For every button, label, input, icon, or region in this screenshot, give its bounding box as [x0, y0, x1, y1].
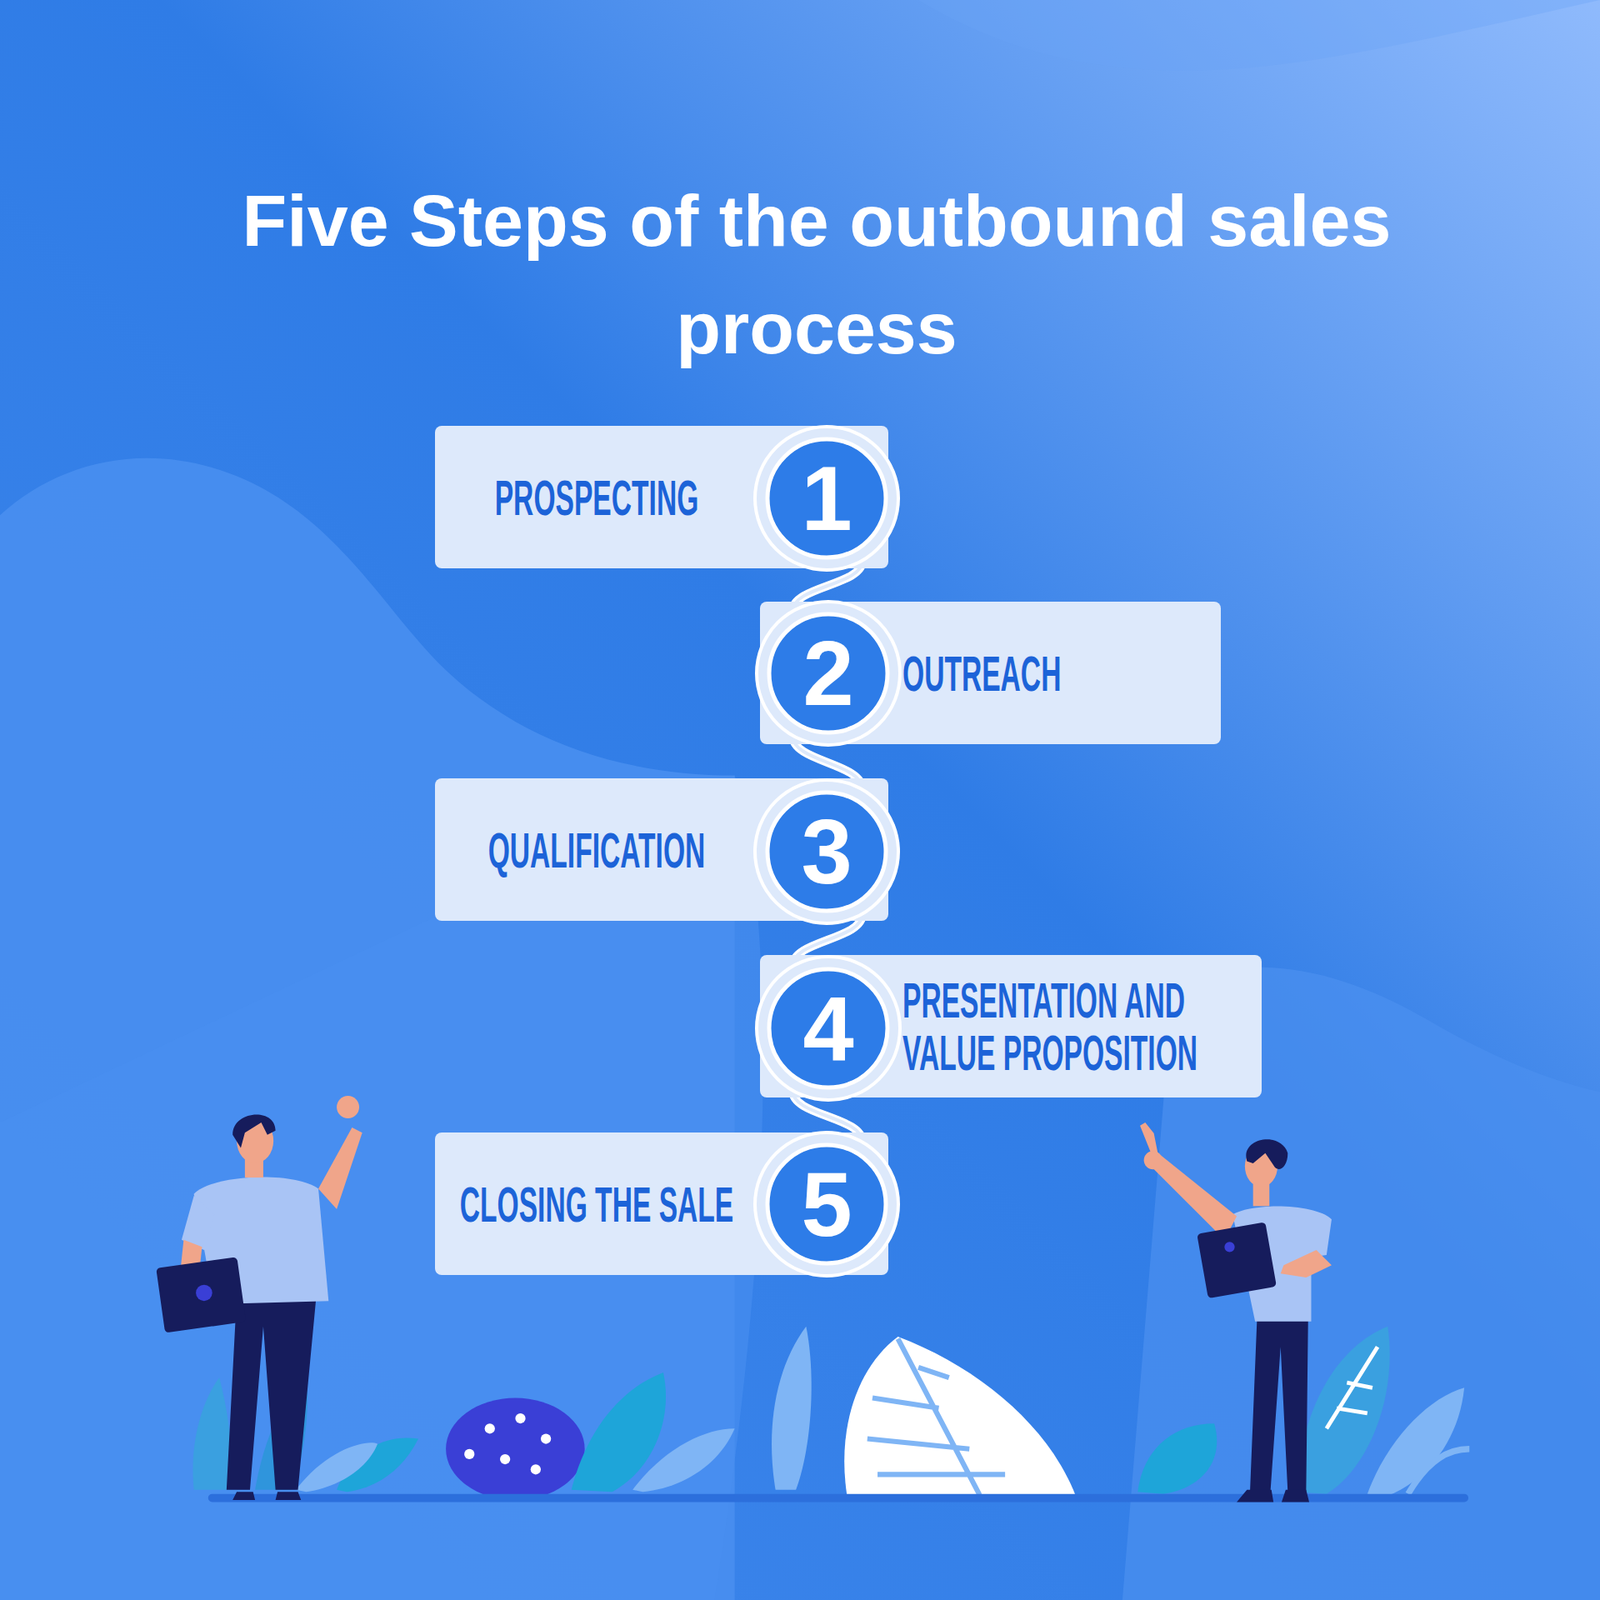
step-box: PROSPECTING1: [435, 425, 889, 569]
plants-part: [515, 1413, 525, 1424]
step-label: CLOSING THE SALE: [445, 1177, 749, 1230]
person-right-part: [1196, 1221, 1277, 1299]
person-left-part: [195, 1285, 213, 1302]
plants-part: [844, 1336, 1077, 1498]
title: Five Steps of the outbound sales process: [191, 166, 1442, 382]
plants-part: [192, 1377, 231, 1490]
plants-part: [295, 1442, 378, 1492]
person-right-part: [1253, 1183, 1270, 1206]
plants-part: [867, 1339, 1005, 1495]
person-right-part: [1224, 1241, 1235, 1252]
plants-part: [485, 1423, 495, 1434]
step-number-circle: 1: [750, 421, 904, 575]
plants-part: [500, 1454, 510, 1465]
person-right-part: [1142, 1124, 1155, 1155]
step-label: PRESENTATION AND VALUE PROPOSITION: [902, 974, 1252, 1080]
step-number: 5: [750, 1127, 904, 1281]
step-label: QUALIFICATION: [445, 823, 749, 876]
step-number: 3: [750, 775, 904, 929]
person-right-part: [1250, 1316, 1309, 1493]
person-right-part: [1236, 1490, 1310, 1503]
person-right-part: [1144, 1150, 1163, 1170]
person-left: [155, 1095, 362, 1500]
person-left-part: [226, 1295, 317, 1490]
person-right-part: [1148, 1153, 1238, 1240]
plants-part: [1408, 1449, 1470, 1495]
ground-line-part: [212, 1494, 1465, 1503]
label-region: PROSPECTING: [445, 425, 749, 569]
label-region: CLOSING THE SALE: [445, 1132, 749, 1275]
label-region: QUALIFICATION: [445, 778, 749, 921]
step-box: CLOSING THE SALE5: [435, 1132, 889, 1275]
step-box: QUALIFICATION3: [435, 778, 889, 921]
person-left-part: [155, 1256, 246, 1333]
person-left-part: [232, 1114, 275, 1148]
person-right-part: [1245, 1139, 1288, 1170]
plants-part: [445, 1398, 585, 1500]
step-number-circle: 2: [751, 596, 905, 750]
person-left-part: [232, 1491, 301, 1500]
ground-line: [212, 1497, 1465, 1499]
step-number-circle: 4: [751, 951, 905, 1105]
person-right-part: [1280, 1250, 1332, 1278]
step-box: PRESENTATION AND VALUE PROPOSITION4: [760, 955, 1262, 1098]
label-region: OUTREACH: [902, 601, 1211, 745]
plants-part: [632, 1428, 735, 1492]
person-left-part: [318, 1127, 363, 1210]
plants-part: [1326, 1346, 1378, 1429]
person-left-part: [336, 1095, 360, 1119]
step-label: PROSPECTING: [445, 470, 749, 524]
step-number: 4: [751, 951, 905, 1105]
step-number: 1: [750, 421, 904, 575]
person-right: [1142, 1124, 1332, 1502]
step-number: 2: [751, 596, 905, 750]
step-box: OUTREACH2: [760, 601, 1221, 745]
step-number-circle: 5: [750, 1127, 904, 1281]
step-number-circle: 3: [750, 775, 904, 929]
plants-part: [464, 1449, 475, 1460]
plants-part: [1137, 1423, 1217, 1494]
plants-part: [540, 1433, 551, 1444]
plants-part: [771, 1326, 812, 1490]
background-part: [918, 0, 1600, 71]
label-region: PRESENTATION AND VALUE PROPOSITION: [902, 955, 1252, 1098]
step-label: OUTREACH: [902, 646, 1211, 700]
plants-part: [530, 1464, 541, 1475]
plants-part: [1295, 1326, 1390, 1495]
